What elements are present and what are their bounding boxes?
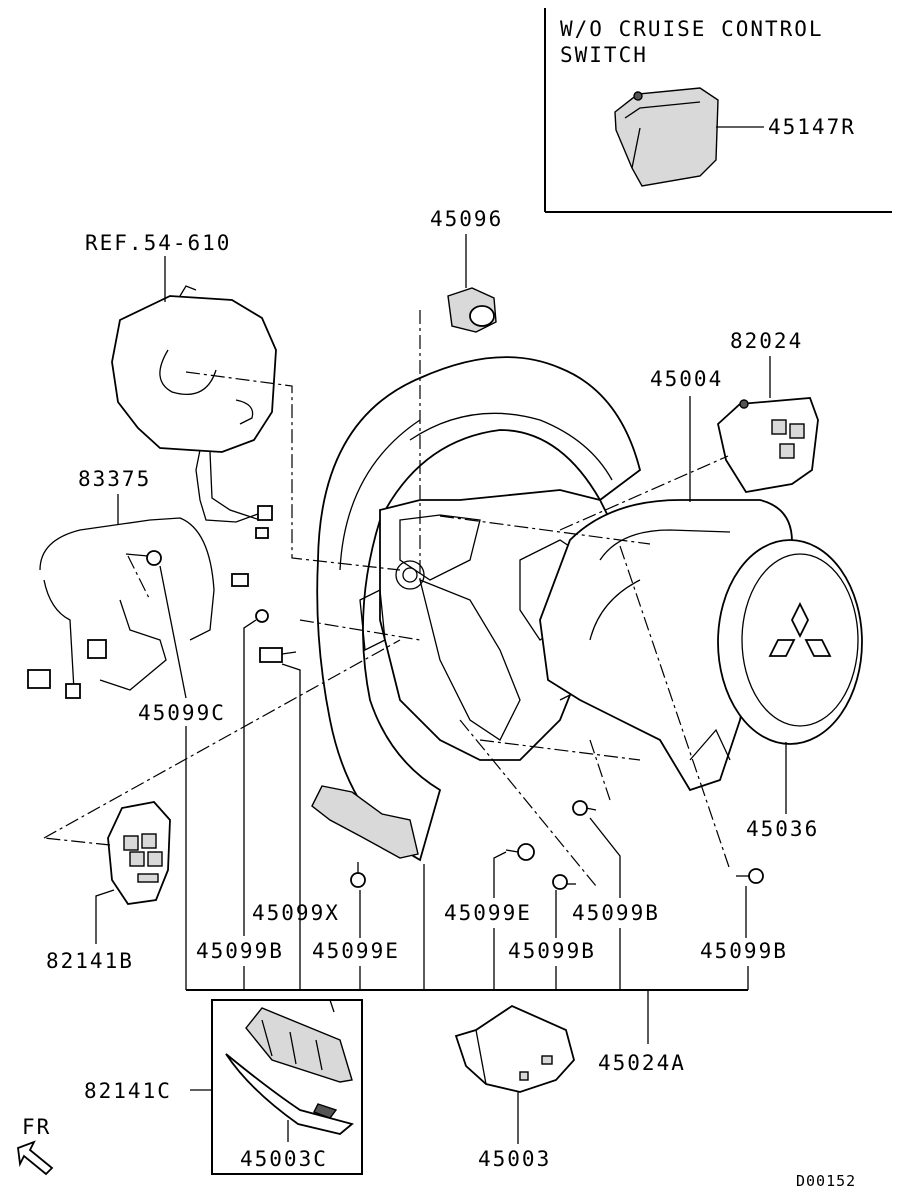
label-45099B-left: 45099B [196,939,284,963]
label-82141B: 82141B [46,949,134,973]
label-83375: 83375 [78,467,151,491]
part-45004-cover[interactable] [539,499,793,792]
label-45024A: 45024A [598,1051,686,1075]
inset-title-line1: W/O CRUISE CONTROL [560,17,824,41]
clock-spring[interactable] [111,285,277,539]
leader-45099B-left [243,619,257,936]
screw-45099E-mid[interactable] [505,843,535,861]
label-45099E-left: 45099E [312,939,400,963]
diagram-code: D00152 [796,1172,856,1187]
leader-82141C-box [329,999,335,1013]
label-45099B-right: 45099B [700,939,788,963]
front-direction-arrow-icon [17,1140,54,1176]
leader-45099B-mid1 [589,817,621,898]
leader-45099X [281,663,301,898]
alignment-lines [43,310,731,887]
inset-title-line2: SWITCH [560,43,648,67]
leader-82141B [95,889,115,944]
screw-45099B-right[interactable] [736,868,764,884]
label-45147R: 45147R [768,115,856,139]
label-45004: 45004 [650,367,723,391]
part-82024-switch[interactable] [717,397,819,493]
label-45099B-mid1: 45099B [572,901,660,925]
label-82024: 82024 [730,329,803,353]
label-45099C: 45099C [138,701,226,725]
label-45099E-mid: 45099E [444,901,532,925]
screw-45099B-left[interactable] [255,609,269,623]
label-45096: 45096 [430,207,503,231]
label-45003: 45003 [478,1147,551,1171]
label-fr: FR [22,1115,51,1139]
part-45003-lower-cover[interactable] [454,1004,575,1093]
label-ref-54-610: REF.54-610 [85,231,231,255]
part-45096-nut[interactable] [447,287,497,333]
label-45003C: 45003C [240,1147,328,1171]
leader-45099E-mid [493,851,507,898]
screw-45099E-left[interactable] [350,862,366,888]
screw-45099C[interactable] [125,550,162,566]
label-45099B-mid2: 45099B [508,939,596,963]
wheel-lower-cover[interactable] [311,785,419,859]
label-45099X: 45099X [252,901,340,925]
label-82141C: 82141C [84,1079,172,1103]
leader-45099C [159,565,187,699]
label-45036: 45036 [746,817,819,841]
screw-45099B-upper[interactable] [572,800,597,816]
part-83375-harness[interactable] [27,517,249,699]
screw-45099B-mid[interactable] [552,874,576,890]
mitsubishi-logo-icon [768,601,832,657]
inset-panel: W/O CRUISE CONTROL SWITCH 45147R [544,8,892,213]
part-45036-airbag[interactable] [717,539,863,745]
part-45147R-blank-cover[interactable] [614,87,719,187]
screw-45099X[interactable] [259,647,297,663]
assembly-bracket-45024A [185,726,749,1044]
part-82141B-switch[interactable] [107,801,171,905]
subassembly-82141C[interactable] [211,999,363,1175]
